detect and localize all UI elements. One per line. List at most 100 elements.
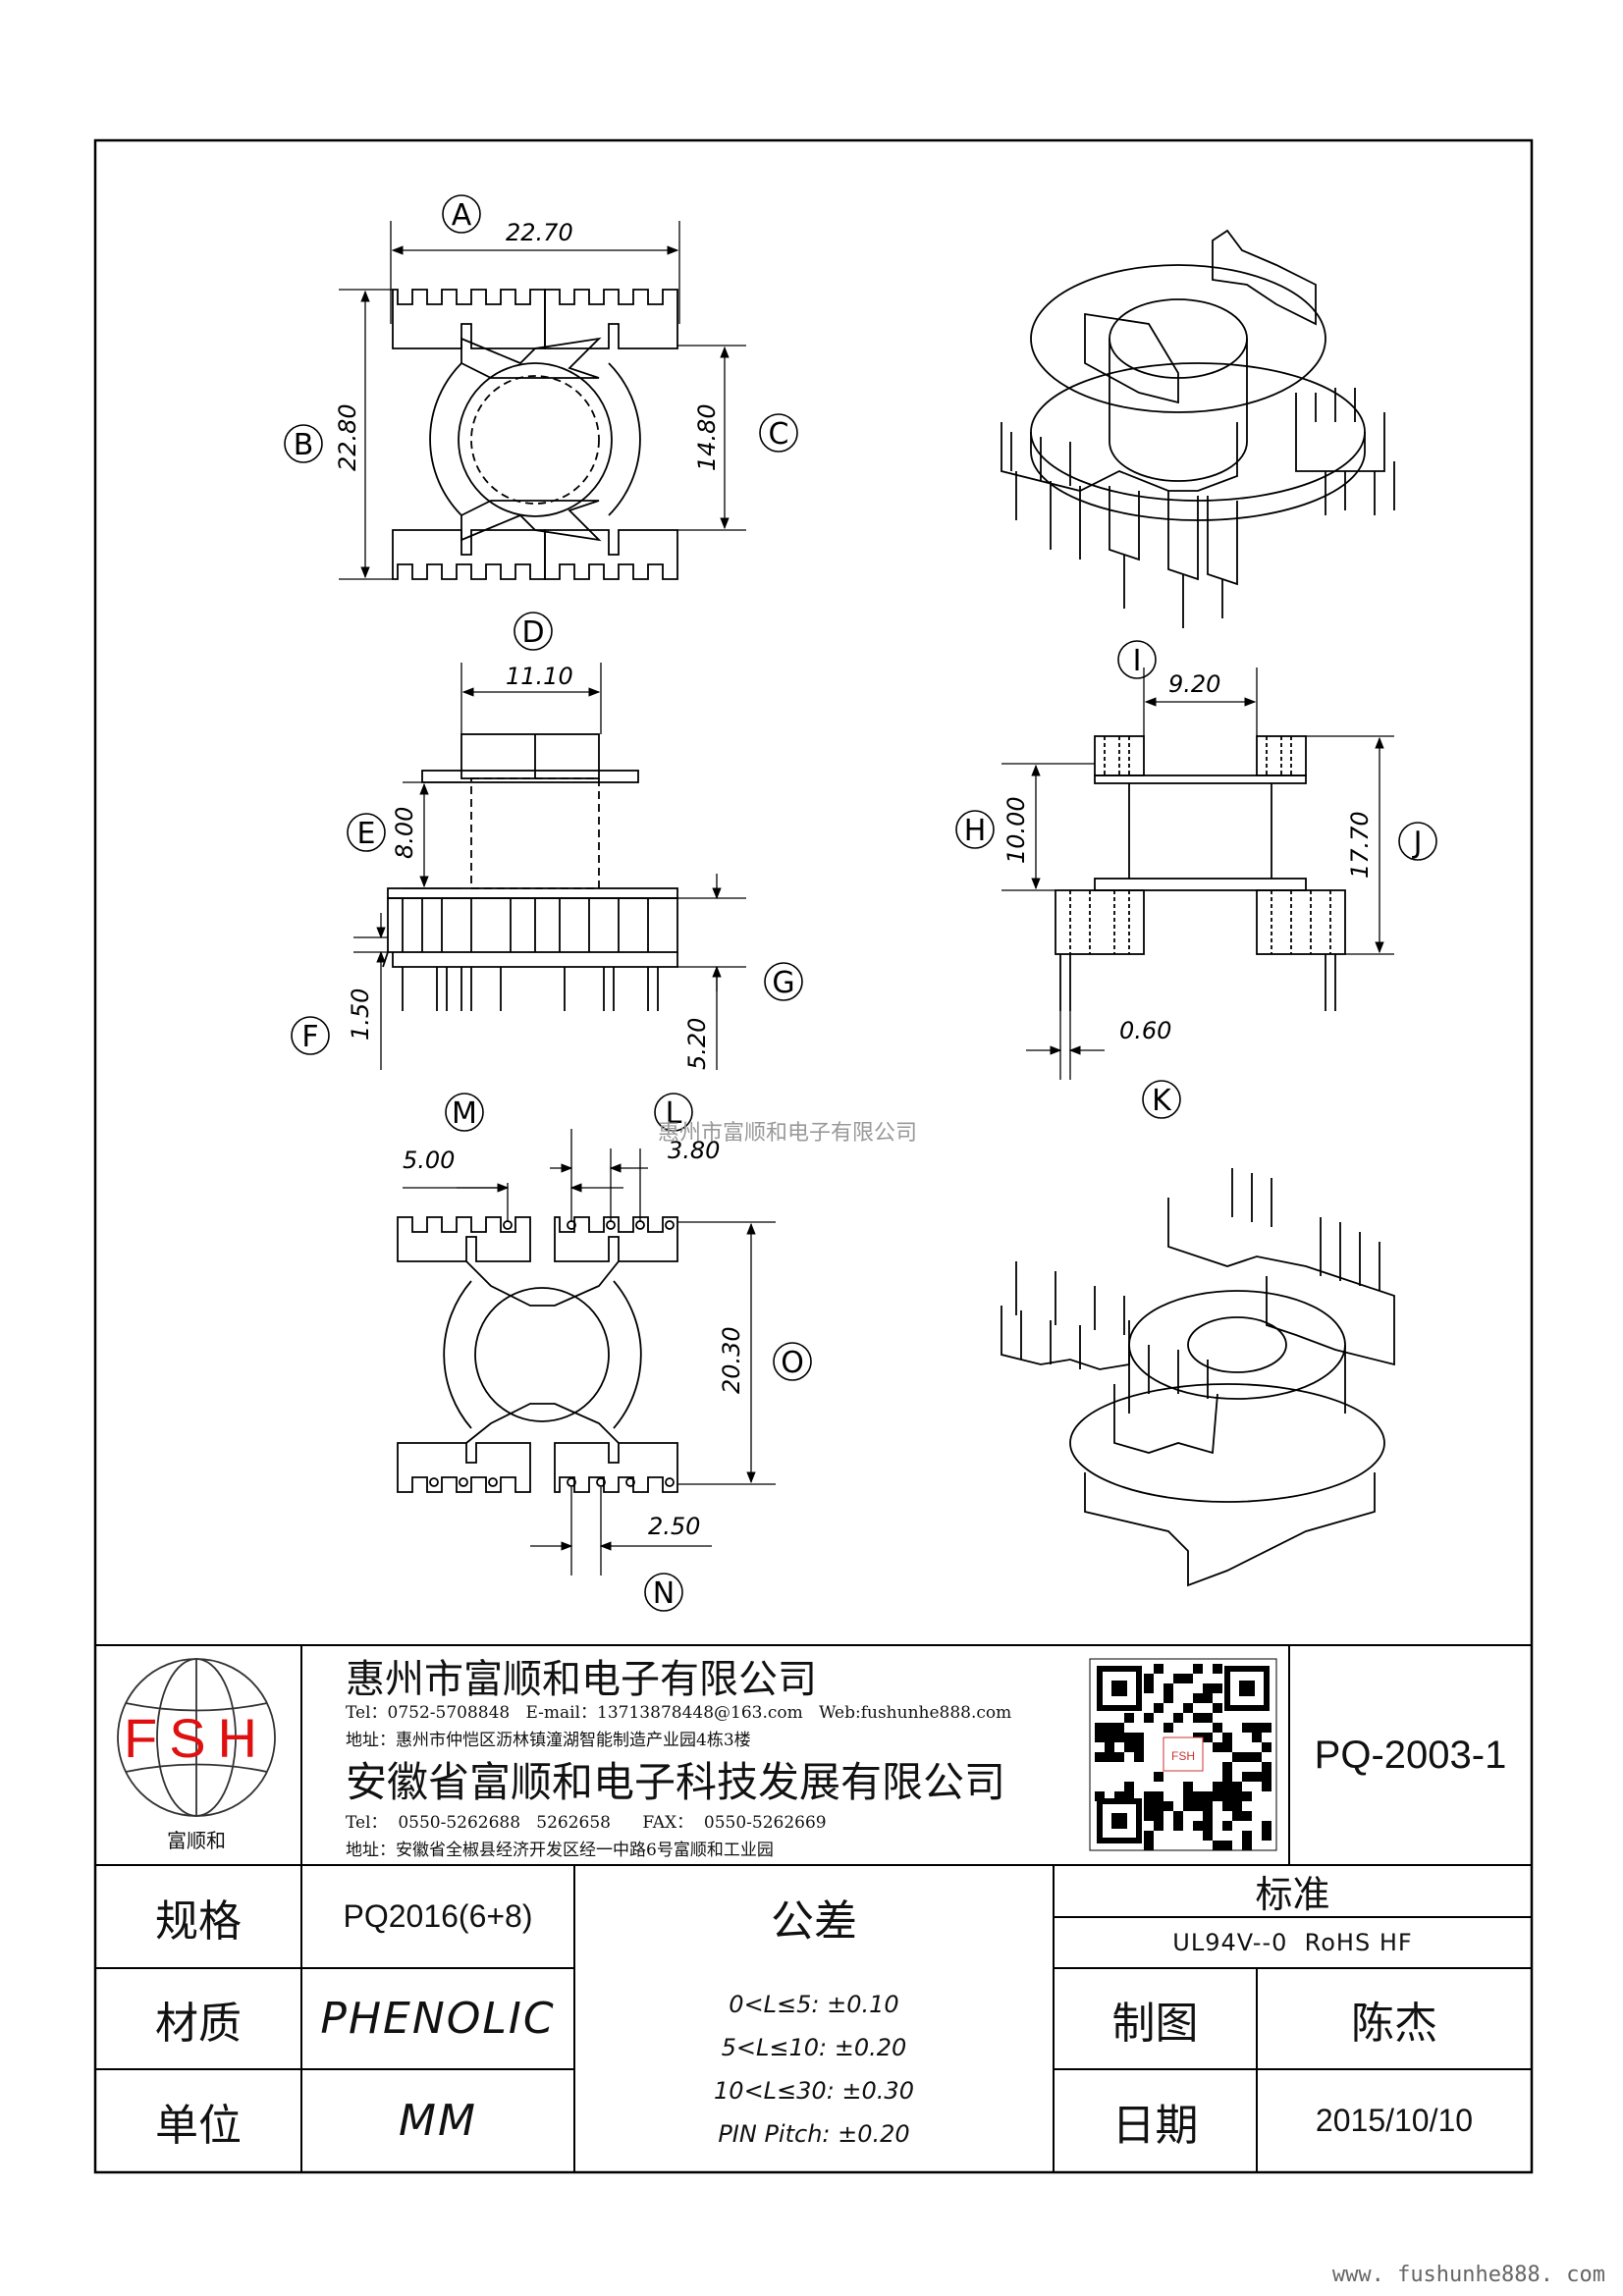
drawing-border bbox=[93, 138, 1534, 2174]
qr-module bbox=[1095, 1791, 1105, 1801]
fsh-logo-name: 富顺和 bbox=[167, 1829, 226, 1852]
qr-module bbox=[1114, 1752, 1124, 1762]
qr-module bbox=[1242, 1723, 1252, 1733]
qr-module bbox=[1144, 1811, 1154, 1821]
dimension-texts: 22.70 22.80 14.80 11.10 8.00 1.50 5.20 1… bbox=[334, 219, 1374, 1540]
qr-module bbox=[1242, 1791, 1252, 1801]
qr-module bbox=[1252, 1752, 1262, 1762]
qr-module bbox=[1193, 1693, 1203, 1703]
label-L: L bbox=[666, 1096, 682, 1131]
footer-url: www. fushunhe888. com bbox=[1331, 2263, 1605, 2287]
part-number: PQ-2003-1 bbox=[1314, 1733, 1507, 1777]
qr-module bbox=[1105, 1752, 1114, 1762]
view-label-letters: A B C D E F G H I J K L M N O bbox=[294, 198, 1423, 1611]
qr-module bbox=[1154, 1811, 1163, 1821]
dim-K-value: 0.60 bbox=[1119, 1017, 1171, 1044]
qr-module bbox=[1193, 1801, 1203, 1811]
qr-module bbox=[1262, 1723, 1271, 1733]
qr-module bbox=[1203, 1713, 1213, 1723]
qr-module bbox=[1144, 1674, 1154, 1683]
dim-L-value: 3.80 bbox=[668, 1137, 720, 1164]
dims-side-view-front bbox=[353, 663, 746, 1070]
tolerance-label: 公差 bbox=[771, 1896, 857, 1947]
unit-label: 单位 bbox=[155, 2100, 242, 2151]
dim-G-value: 5.20 bbox=[683, 1018, 711, 1070]
dim-A-value: 22.70 bbox=[506, 219, 573, 246]
qr-module bbox=[1262, 1782, 1271, 1791]
qr-module bbox=[1154, 1703, 1163, 1713]
qr-module bbox=[1222, 1733, 1232, 1742]
qr-module bbox=[1183, 1791, 1193, 1801]
title-block-grid bbox=[95, 1644, 1532, 2172]
qr-module bbox=[1163, 1693, 1173, 1703]
qr-module bbox=[1134, 1733, 1144, 1742]
qr-module bbox=[1163, 1683, 1173, 1693]
tolerance-line-1: 0<L≤5: ±0.10 bbox=[729, 1991, 899, 2018]
qr-module bbox=[1232, 1752, 1242, 1762]
qr-module bbox=[1193, 1713, 1203, 1723]
drawn-value: 陈杰 bbox=[1351, 1998, 1437, 2049]
qr-module bbox=[1173, 1674, 1183, 1683]
qr-module bbox=[1124, 1733, 1134, 1742]
qr-module bbox=[1183, 1703, 1193, 1713]
qr-module bbox=[1193, 1664, 1203, 1674]
label-J: J bbox=[1412, 826, 1423, 860]
qr-module bbox=[1242, 1772, 1252, 1782]
dims-top-view bbox=[339, 221, 746, 580]
company1-address: 地址：惠州市仲恺区沥林镇潼湖智能制造产业园4栋3楼 bbox=[346, 1731, 751, 1750]
qr-module bbox=[1232, 1782, 1242, 1791]
company2-contact: Tel： 0550-5262688 5262658 FAX： 0550-5262… bbox=[346, 1813, 827, 1833]
dim-I-value: 9.20 bbox=[1168, 670, 1220, 698]
qr-module bbox=[1252, 1733, 1262, 1742]
qr-module bbox=[1232, 1791, 1242, 1801]
iso-view-top bbox=[1001, 229, 1395, 628]
qr-module bbox=[1213, 1841, 1222, 1850]
dims-bottom-view bbox=[403, 1129, 776, 1575]
dim-B-value: 22.80 bbox=[334, 403, 361, 471]
side-view-right bbox=[1055, 735, 1346, 1011]
tolerance-line-3: 10<L≤30: ±0.30 bbox=[714, 2077, 914, 2105]
qr-module bbox=[1105, 1723, 1114, 1733]
qr-module bbox=[1262, 1821, 1271, 1831]
dim-E-value: 8.00 bbox=[391, 807, 418, 859]
qr-module bbox=[1173, 1811, 1183, 1821]
qr-module bbox=[1105, 1733, 1114, 1742]
qr-module bbox=[1163, 1801, 1173, 1811]
iso-view-bottom bbox=[1001, 1168, 1395, 1587]
qr-module bbox=[1222, 1772, 1232, 1782]
qr-module bbox=[1144, 1683, 1154, 1693]
qr-module bbox=[1124, 1713, 1134, 1723]
qr-code bbox=[1089, 1658, 1277, 1851]
qr-module bbox=[1114, 1723, 1124, 1733]
label-N: N bbox=[653, 1576, 675, 1611]
qr-module bbox=[1213, 1723, 1222, 1733]
qr-module bbox=[1144, 1713, 1154, 1723]
dim-O-value: 20.30 bbox=[718, 1326, 745, 1394]
qr-module bbox=[1232, 1811, 1242, 1821]
side-view-front bbox=[382, 733, 678, 1011]
qr-module bbox=[1154, 1772, 1163, 1782]
material-label: 材质 bbox=[155, 1998, 242, 2049]
dims-side-view-right bbox=[1001, 667, 1394, 1080]
qr-module bbox=[1124, 1782, 1134, 1791]
bottom-view bbox=[397, 1216, 678, 1493]
qr-module bbox=[1173, 1821, 1183, 1831]
qr-module bbox=[1124, 1791, 1134, 1801]
qr-module bbox=[1114, 1733, 1124, 1742]
qr-module bbox=[1222, 1762, 1232, 1772]
fsh-logo-text: FSH bbox=[124, 1707, 269, 1769]
qr-module bbox=[1124, 1742, 1134, 1752]
qr-module bbox=[1242, 1831, 1252, 1841]
qr-module bbox=[1252, 1723, 1262, 1733]
drawn-label: 制图 bbox=[1111, 1998, 1199, 2049]
qr-module bbox=[1213, 1664, 1222, 1674]
qr-module bbox=[1213, 1703, 1222, 1713]
spec-label: 规格 bbox=[155, 1896, 242, 1947]
qr-module bbox=[1183, 1782, 1193, 1791]
qr-module bbox=[1095, 1723, 1105, 1733]
qr-module bbox=[1154, 1821, 1163, 1831]
date-label: 日期 bbox=[1111, 2100, 1199, 2151]
qr-module bbox=[1154, 1801, 1163, 1811]
dim-F-value: 1.50 bbox=[347, 988, 374, 1041]
